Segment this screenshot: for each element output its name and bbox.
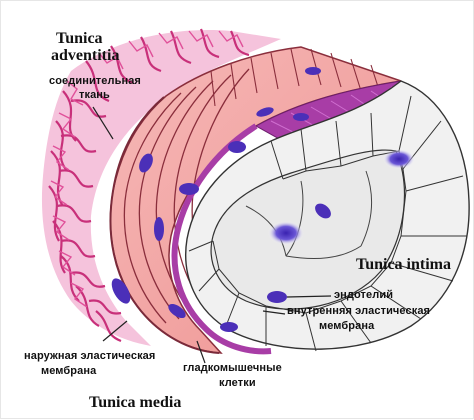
adventitia-title-line2: adventitia — [51, 48, 119, 64]
media-title: Tunica media — [89, 395, 181, 411]
nucleus — [154, 217, 164, 241]
connective-tissue-label-line1: соединительная — [49, 76, 141, 87]
nucleus — [267, 291, 287, 303]
nucleus — [179, 183, 199, 195]
outer-elastic-membrane-label-line2: мембрана — [41, 366, 96, 377]
outer-elastic-membrane-label-line1: наружная эластическая — [24, 351, 155, 362]
nucleus — [268, 221, 304, 245]
inner-elastic-membrane-label-line1: внутренняя эластическая — [287, 306, 430, 317]
nucleus — [228, 141, 246, 153]
smooth-muscle-cells-label-line1: гладкомышечные — [183, 363, 282, 374]
adventitia-title-line1: Tunica — [56, 31, 103, 47]
intima-title: Tunica intima — [356, 257, 451, 273]
nucleus — [293, 113, 309, 121]
nucleus — [220, 322, 238, 332]
connective-tissue-label-line2: ткань — [79, 90, 110, 101]
endothelium-label: эндотелий — [334, 290, 393, 301]
inner-elastic-membrane-label-line2: мембрана — [319, 321, 374, 332]
nucleus — [383, 149, 415, 169]
smooth-muscle-cells-label-line2: клетки — [219, 378, 256, 389]
nucleus — [305, 67, 321, 75]
